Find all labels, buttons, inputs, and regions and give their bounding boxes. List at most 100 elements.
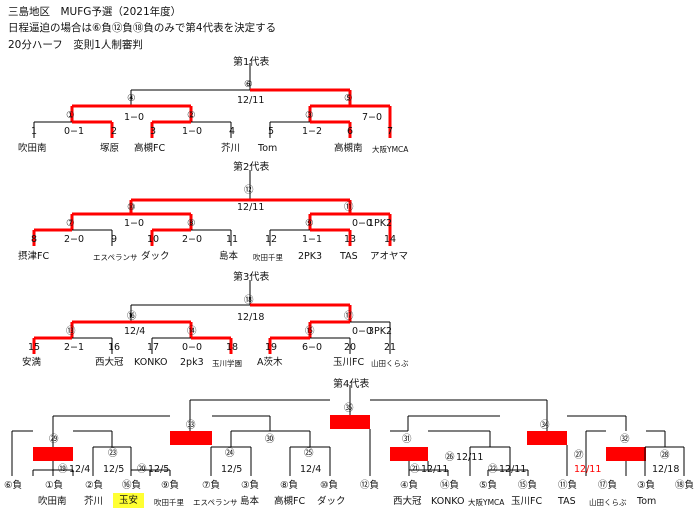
match-id: ⑧ bbox=[187, 218, 196, 229]
entry-slot: ⑱負 bbox=[675, 480, 695, 491]
entry-name: 西大冠 bbox=[393, 496, 422, 507]
entry-slot: ⑩負 bbox=[320, 480, 339, 491]
team-seed: 17 bbox=[147, 342, 160, 353]
match-date: 12/11 bbox=[237, 202, 265, 213]
entry-slot: ⑭負 bbox=[440, 480, 460, 491]
match-score: 1−0 bbox=[124, 218, 145, 229]
match-date: 12/11 bbox=[499, 464, 527, 475]
team-name: Tom bbox=[258, 143, 278, 154]
entry-slot: ⑰負 bbox=[598, 480, 618, 491]
team-seed: 2 bbox=[111, 126, 118, 137]
match-score: 0−0 bbox=[182, 342, 203, 353]
match-id: ㉜ bbox=[620, 434, 630, 445]
match-date: 12/5 bbox=[148, 464, 170, 475]
match-id: ⑰ bbox=[344, 311, 354, 322]
match-score: 2−0 bbox=[182, 234, 203, 245]
match-score: 2−0 bbox=[64, 234, 85, 245]
team-seed: 12 bbox=[265, 234, 278, 245]
team-seed: 11 bbox=[226, 234, 239, 245]
match-id: ① bbox=[66, 110, 75, 121]
match-id: ⑦ bbox=[66, 218, 75, 229]
match-id: ⑩ bbox=[127, 202, 136, 213]
team-name: 玉川FC bbox=[333, 357, 365, 368]
team-seed: 19 bbox=[265, 342, 278, 353]
entry-slot: ⑦負 bbox=[202, 480, 221, 491]
entry-name: エスペランサ bbox=[193, 498, 238, 507]
match-score: 0−0 bbox=[352, 326, 373, 337]
match-id: ⑨ bbox=[305, 218, 314, 229]
match-date: 12/18 bbox=[237, 312, 265, 323]
match-score: 6−0 bbox=[302, 342, 323, 353]
match-id: ㉖ bbox=[445, 452, 455, 463]
team-seed: 4 bbox=[229, 126, 236, 137]
match-id: ⑲ bbox=[58, 464, 68, 475]
winner-bar bbox=[170, 431, 212, 445]
team-seed: 1 bbox=[31, 126, 38, 137]
team-seed: 6 bbox=[347, 126, 354, 137]
entry-name: 吹田千里 bbox=[154, 498, 184, 507]
entry-name: 大阪YMCA bbox=[468, 498, 505, 507]
entry-slot: ⑥負 bbox=[4, 480, 23, 491]
team-seed: 15 bbox=[28, 342, 41, 353]
entry-slot: ④負 bbox=[400, 480, 419, 491]
match-id: ㉟ bbox=[344, 403, 354, 414]
team-name: 高槻FC bbox=[134, 143, 166, 154]
entry-slot: ⑧負 bbox=[280, 480, 299, 491]
section-title-4: 第4代表 bbox=[333, 379, 370, 390]
team-name: 吹田南 bbox=[18, 143, 47, 154]
team-name: アオヤマ bbox=[370, 251, 409, 262]
match-id: ㉔ bbox=[225, 448, 235, 459]
team-name: 安満 bbox=[22, 357, 42, 368]
match-score: 1−0 bbox=[124, 112, 145, 123]
team-name: 西大冠 bbox=[95, 357, 124, 368]
match-note: 2pk3 bbox=[180, 357, 204, 368]
match-date: 12/4 bbox=[124, 326, 146, 337]
title-line: 三島地区 MUFG予選（2021年度） bbox=[8, 6, 182, 18]
entry-name: 山田くらぶ bbox=[589, 498, 627, 507]
team-seed: 3 bbox=[150, 126, 157, 137]
rule-note-line: 日程逼迫の場合は⑥負⑫負⑱負のみで第4代表を決定する bbox=[8, 22, 277, 34]
entry-name-highlighted: 玉安 bbox=[113, 493, 145, 508]
entry-slot: ⑫負 bbox=[360, 480, 380, 491]
team-seed: 21 bbox=[384, 342, 397, 353]
team-name: エスペランサ bbox=[93, 253, 138, 262]
match-date: 12/11 bbox=[421, 464, 449, 475]
match-id: ㉝ bbox=[186, 420, 196, 431]
match-id: ⑭ bbox=[187, 326, 197, 337]
team-name: ダック bbox=[141, 251, 170, 262]
team-name: 大阪YMCA bbox=[372, 145, 409, 154]
section-title-3: 第3代表 bbox=[233, 272, 270, 283]
match-date: 12/5 bbox=[103, 464, 125, 475]
team-seed: 8 bbox=[31, 234, 38, 245]
winner-bar bbox=[33, 447, 73, 461]
team-seed: 5 bbox=[268, 126, 275, 137]
entry-name: ダック bbox=[317, 496, 346, 507]
match-id: ㉑ bbox=[410, 464, 420, 475]
match-id: ⑥ bbox=[244, 79, 253, 90]
team-name: 島本 bbox=[219, 251, 239, 262]
match-id: ㉘ bbox=[660, 450, 670, 461]
winner-bar bbox=[606, 447, 646, 461]
match-score: 0−1 bbox=[64, 126, 85, 137]
match-id: ㉙ bbox=[49, 434, 59, 445]
team-name: 塚原 bbox=[100, 143, 120, 154]
match-id: ⑫ bbox=[244, 185, 254, 196]
match-score: 0−0 bbox=[352, 218, 373, 229]
entry-name: 高槻FC bbox=[274, 496, 306, 507]
entry-slot: ①負 bbox=[45, 480, 64, 491]
match-note: 2PK3 bbox=[298, 251, 323, 262]
team-seed: 18 bbox=[226, 342, 239, 353]
winner-bar bbox=[390, 447, 428, 461]
section-title-1: 第1代表 bbox=[233, 57, 270, 68]
entry-name: 芥川 bbox=[84, 496, 104, 507]
winner-bar bbox=[330, 415, 370, 429]
match-id: ⑮ bbox=[305, 326, 315, 337]
entry-name: 玉川FC bbox=[511, 496, 543, 507]
match-date: 12/11 bbox=[456, 452, 484, 463]
match-date: 12/4 bbox=[300, 464, 322, 475]
entry-slot: ⑤負 bbox=[479, 480, 498, 491]
entry-slot: ⑨負 bbox=[161, 480, 180, 491]
entry-slot: ⑯負 bbox=[122, 480, 142, 491]
match-id: ㉕ bbox=[304, 448, 314, 459]
